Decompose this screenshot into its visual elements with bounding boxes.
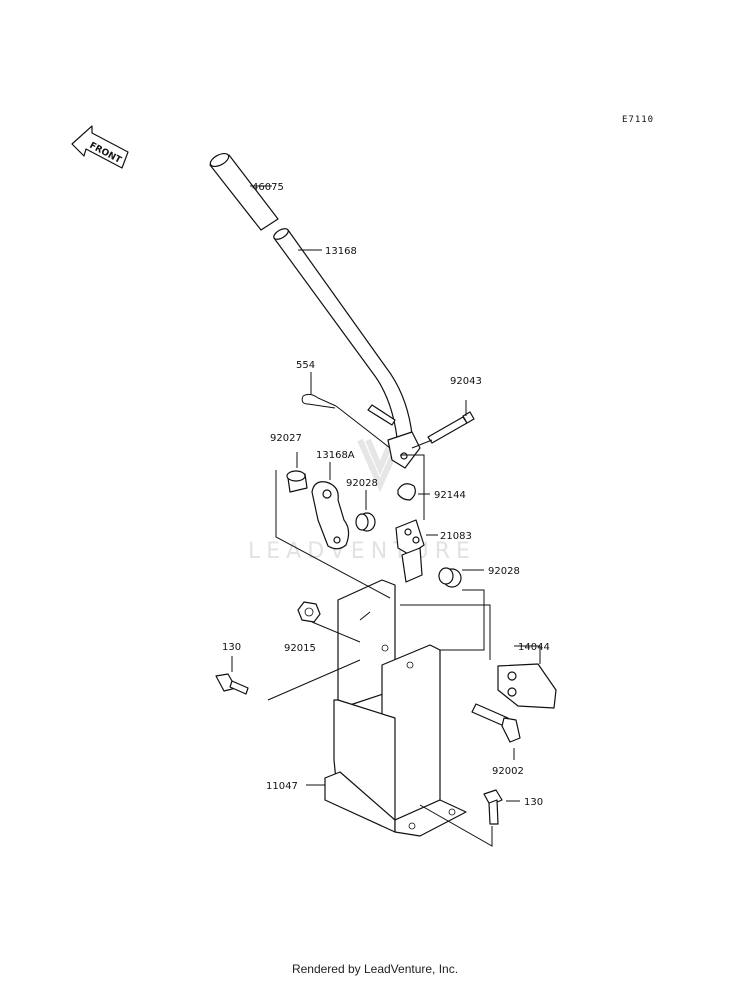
part-bracket bbox=[324, 579, 467, 837]
label-13168: 13168 bbox=[325, 246, 357, 257]
leader-lines bbox=[231, 185, 541, 847]
front-arrow-icon: FRONT bbox=[71, 125, 129, 169]
label-13168a: 13168A bbox=[316, 450, 355, 461]
part-pin bbox=[427, 411, 475, 444]
part-switch bbox=[395, 519, 425, 583]
footer-credit: Rendered by LeadVenture, Inc. bbox=[291, 962, 459, 976]
part-arm bbox=[311, 481, 350, 550]
label-92028-upper: 92028 bbox=[346, 478, 378, 489]
label-554: 554 bbox=[296, 360, 315, 371]
part-bolt-upper bbox=[215, 673, 249, 695]
label-92144: 92144 bbox=[434, 490, 466, 501]
label-46075: 46075 bbox=[252, 182, 284, 193]
part-nut bbox=[297, 601, 321, 623]
part-labels: 46075 13168 554 92043 92027 13168A 92028… bbox=[222, 182, 550, 808]
diagram-code: E7110 bbox=[622, 115, 654, 125]
label-130-upper: 130 bbox=[222, 642, 241, 653]
part-clip bbox=[397, 483, 416, 501]
label-92002: 92002 bbox=[492, 766, 524, 777]
label-21083: 21083 bbox=[440, 531, 472, 542]
label-92027: 92027 bbox=[270, 433, 302, 444]
watermark-text: LEADVENTURE bbox=[248, 539, 476, 564]
label-92043: 92043 bbox=[450, 376, 482, 387]
label-14044: 14044 bbox=[518, 642, 550, 653]
part-plate bbox=[497, 663, 557, 709]
part-collar-upper bbox=[355, 512, 376, 532]
label-130-lower: 130 bbox=[524, 797, 543, 808]
part-bushing bbox=[286, 470, 308, 493]
part-lever bbox=[273, 228, 421, 469]
part-bolt-lower bbox=[483, 789, 503, 825]
label-92028-lower: 92028 bbox=[488, 566, 520, 577]
watermark: LEADVENTURE bbox=[248, 438, 476, 564]
part-cotter-pin bbox=[301, 393, 337, 409]
part-bolt-long bbox=[471, 703, 521, 743]
label-11047: 11047 bbox=[266, 781, 298, 792]
part-grip bbox=[209, 152, 279, 231]
label-92015: 92015 bbox=[284, 643, 316, 654]
part-collar-lower bbox=[438, 567, 462, 588]
